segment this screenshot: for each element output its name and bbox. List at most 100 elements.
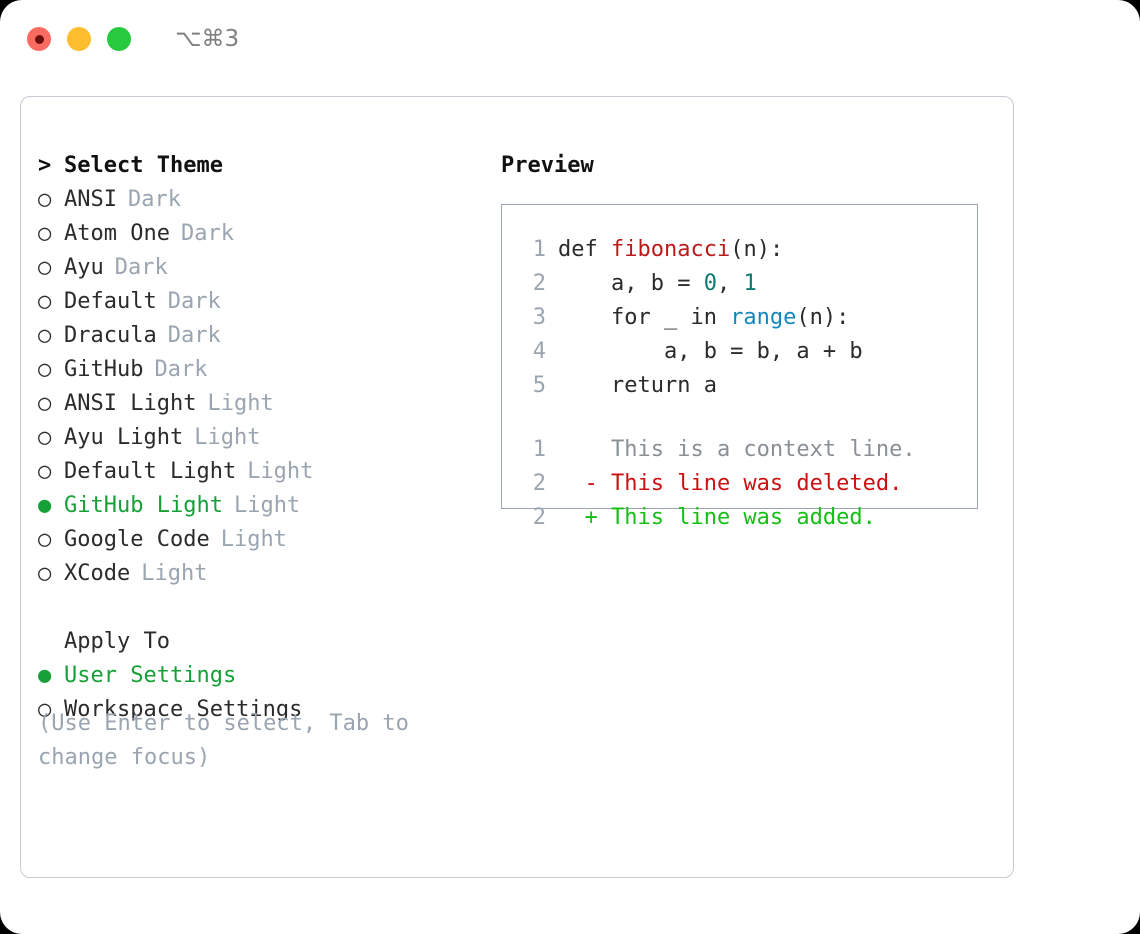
title-bar: ⌥⌘3 (0, 0, 1140, 78)
maximize-dot[interactable] (107, 27, 131, 51)
code-token: (n): (730, 237, 784, 262)
code-token: fibonacci (610, 237, 731, 262)
code-line: 2 a, b = 0, 1 (502, 267, 977, 301)
diff-line-text: This is a context line. (558, 437, 916, 462)
theme-option-variant: Dark (127, 187, 181, 212)
code-token: (n): (796, 305, 850, 330)
theme-option[interactable]: ○ XCode Light (38, 557, 478, 591)
theme-list-header: > Select Theme (38, 149, 478, 183)
diff-sample: 1 This is a context line.2 - This line w… (502, 433, 977, 535)
theme-option[interactable]: ● GitHub Light Light (38, 489, 478, 523)
theme-option-variant: Dark (167, 323, 221, 348)
code-token: def (558, 237, 611, 262)
diff-line: 2 - This line was deleted. (502, 467, 977, 501)
theme-option[interactable]: ○ Google Code Light (38, 523, 478, 557)
code-token: range (730, 305, 797, 330)
theme-option-label: Atom One (64, 221, 170, 246)
theme-option-label: ANSI (64, 187, 117, 212)
code-token: a, b = b, a + b (558, 339, 863, 364)
theme-option-label: Default Light (64, 459, 237, 484)
preview-title: Preview (501, 153, 594, 178)
theme-option-label: GitHub Light (64, 493, 223, 518)
minimize-dot[interactable] (67, 27, 91, 51)
theme-option-variant: Light (207, 391, 274, 416)
radio-unselected-icon: ○ (38, 255, 52, 280)
theme-option-variant: Light (220, 527, 287, 552)
theme-option-variant: Dark (154, 357, 208, 382)
code-line: 3 for _ in range(n): (502, 301, 977, 335)
keyboard-shortcut-label: ⌥⌘3 (175, 26, 240, 52)
caret-icon: > (38, 153, 52, 178)
theme-option-variant: Dark (180, 221, 234, 246)
line-number: 3 (532, 305, 546, 330)
theme-option[interactable]: ○ Default Dark (38, 285, 478, 319)
apply-to-option-label: User Settings (64, 663, 237, 688)
radio-unselected-icon: ○ (38, 561, 52, 586)
diff-line: 1 This is a context line. (502, 433, 977, 467)
theme-option[interactable]: ○ Atom One Dark (38, 217, 478, 251)
radio-unselected-icon: ○ (38, 391, 52, 416)
radio-unselected-icon: ○ (38, 323, 52, 348)
theme-list-header-label: Select Theme (64, 153, 223, 178)
recording-indicator-icon (34, 34, 44, 44)
theme-option-variant: Light (194, 425, 261, 450)
code-line: 1 def fibonacci(n): (502, 233, 977, 267)
radio-unselected-icon: ○ (38, 527, 52, 552)
theme-option[interactable]: ○ Dracula Dark (38, 319, 478, 353)
code-token: return a (558, 373, 717, 398)
theme-option-label: Google Code (64, 527, 210, 552)
line-number: 2 (532, 505, 546, 530)
radio-unselected-icon: ○ (38, 425, 52, 450)
keyboard-hint: (Use Enter to select, Tab to change focu… (38, 711, 423, 770)
line-number: 2 (532, 471, 546, 496)
theme-option-variant: Dark (167, 289, 221, 314)
apply-to-header: Apply To (38, 625, 478, 659)
theme-option-variant: Dark (114, 255, 168, 280)
theme-option-label: Ayu Light (64, 425, 184, 450)
radio-selected-icon: ● (38, 493, 52, 518)
theme-option-variant: Light (247, 459, 314, 484)
radio-unselected-icon: ○ (38, 357, 52, 382)
theme-option[interactable]: ○ Default Light Light (38, 455, 478, 489)
code-token: for _ in (558, 305, 731, 330)
theme-option-label: Dracula (64, 323, 157, 348)
theme-option-variant: Light (141, 561, 208, 586)
line-number: 4 (532, 339, 546, 364)
code-line: 4 a, b = b, a + b (502, 335, 977, 369)
theme-option-label: GitHub (64, 357, 144, 382)
theme-option-label: ANSI Light (64, 391, 197, 416)
theme-option[interactable]: ○ ANSI Light Light (38, 387, 478, 421)
code-token: 0 (703, 271, 717, 296)
close-dot[interactable] (27, 27, 51, 51)
line-number: 5 (532, 373, 546, 398)
radio-unselected-icon: ○ (38, 221, 52, 246)
diff-line-text: + This line was added. (558, 505, 876, 530)
radio-unselected-icon: ○ (38, 289, 52, 314)
theme-option[interactable]: ○ GitHub Dark (38, 353, 478, 387)
apply-to-group[interactable]: Apply To ● User Settings ○Workspace Setting… (38, 625, 478, 727)
code-token: 1 (743, 271, 757, 296)
line-number: 1 (532, 437, 546, 462)
diff-line-text: - This line was deleted. (558, 471, 903, 496)
theme-option-variant: Light (233, 493, 301, 518)
theme-option-label: XCode (64, 561, 131, 586)
line-number: 1 (532, 237, 546, 262)
radio-unselected-icon: ○ (38, 459, 52, 484)
radio-selected-icon: ● (38, 663, 52, 688)
radio-unselected-icon: ○ (38, 697, 52, 722)
apply-to-option[interactable]: ● User Settings (38, 659, 478, 693)
code-token: a, b = (558, 271, 704, 296)
diff-line: 2 + This line was added. (502, 501, 977, 535)
theme-option[interactable]: ○ Ayu Light Light (38, 421, 478, 455)
theme-option-label: Default (64, 289, 157, 314)
apply-to-option[interactable]: ○Workspace Settings (38, 693, 478, 727)
